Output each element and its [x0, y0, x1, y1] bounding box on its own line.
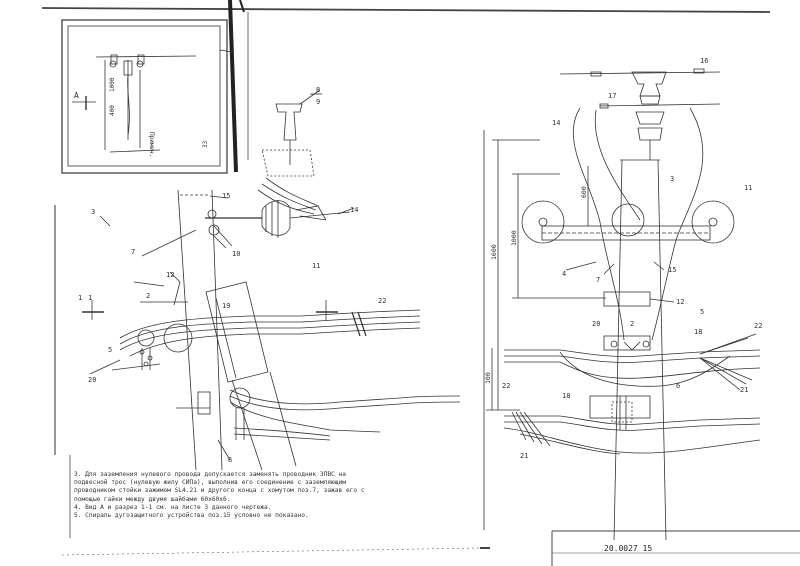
- callout-r-14: 14: [552, 119, 560, 127]
- callout-7: 7: [131, 248, 135, 256]
- left-view-callouts: 3 15 8 9 7 10 14 11 12 2 19 22 5 20 6 1 …: [78, 86, 386, 464]
- callout-r-22b: 22: [502, 382, 510, 390]
- callout-20: 20: [88, 376, 96, 384]
- dim-1600: 1600: [490, 244, 498, 260]
- callout-r-17: 17: [608, 92, 616, 100]
- note-line: 5. Спираль дугозащитного устройства поз.…: [74, 512, 309, 520]
- note-line: проводником стойки зажимом SL4.21 и друг…: [74, 487, 365, 495]
- title-block-code: 20.0027 15: [604, 544, 653, 553]
- callout-8: 8: [316, 86, 320, 94]
- inset-side-text: Примеч.: [148, 132, 155, 157]
- callout-19: 19: [222, 302, 230, 310]
- note-line: 4. Вид А и разрез 1-1 см. на листе 3 дан…: [74, 503, 272, 511]
- callout-14: 14: [350, 206, 358, 214]
- inset-dim-1000: 1000: [109, 77, 116, 92]
- note-line: 3. Для заземления нулевого провода допус…: [74, 471, 346, 478]
- callout-r-22: 22: [754, 322, 762, 330]
- sheet-frame: [41, 0, 800, 566]
- callout-r-3: 3: [670, 175, 674, 183]
- callout-9: 9: [316, 98, 320, 106]
- callout-r-12: 12: [676, 298, 684, 306]
- callout-r-2: 2: [630, 320, 634, 328]
- inset-view-a: [61, 19, 233, 174]
- inset-view-label: A: [74, 91, 79, 100]
- note-line: подвесной трос (нулевую жилу СИПа), выпо…: [74, 479, 346, 487]
- callout-5: 5: [108, 346, 112, 354]
- callout-r-15: 15: [668, 266, 676, 274]
- callout-r-4: 4: [562, 270, 566, 278]
- drawing-notes: 3. Для заземления нулевого провода допус…: [74, 471, 474, 520]
- dim-600: 600: [580, 186, 588, 198]
- callout-12: 12: [166, 271, 174, 279]
- callout-r-21b: 21: [520, 452, 528, 460]
- left-view-drawing: [54, 89, 461, 471]
- note-line: помощью гайки между двумя шайбами 60х60х…: [74, 495, 231, 503]
- callout-r-18: 18: [694, 328, 702, 336]
- callout-r-18b: 18: [562, 392, 570, 400]
- dim-1000: 1000: [510, 230, 518, 246]
- dim-100: 100: [484, 372, 492, 384]
- section-mark-right: 1: [88, 294, 92, 302]
- callout-r-11: 11: [744, 184, 752, 192]
- callout-r-5: 5: [700, 308, 704, 316]
- callout-r-7: 7: [596, 276, 600, 284]
- callout-15: 15: [222, 192, 230, 200]
- callout-2: 2: [146, 292, 150, 300]
- callout-r-6: 6: [676, 382, 680, 390]
- inset-sheet-number: 33: [202, 140, 209, 148]
- right-view-drawing: [483, 68, 761, 541]
- right-view-callouts: 16 17 14 3 11 4 7 15 12 5 20 2 18 22 21 …: [502, 57, 762, 460]
- inset-dim-400: 400: [109, 105, 116, 116]
- callout-r-21: 21: [740, 386, 748, 394]
- callout-r-20: 20: [592, 320, 600, 328]
- callout-r-16: 16: [700, 57, 708, 65]
- callout-10: 10: [232, 250, 240, 258]
- callout-3: 3: [91, 208, 95, 216]
- section-mark-left: 1: [78, 294, 82, 302]
- callout-22: 22: [378, 297, 386, 305]
- callout-11: 11: [312, 262, 320, 270]
- callout-6: 6: [228, 456, 232, 464]
